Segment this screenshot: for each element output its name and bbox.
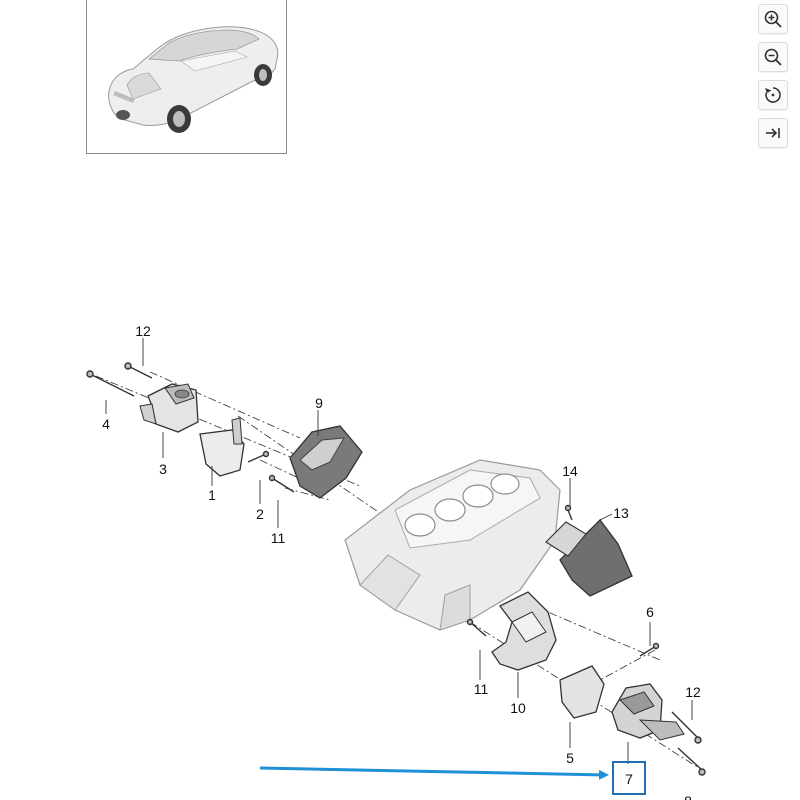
callout-8[interactable]: 8 <box>684 793 692 800</box>
assembly-lines <box>95 371 703 771</box>
collapse-icon <box>766 128 780 138</box>
callout-12-bottom[interactable]: 12 <box>685 684 701 700</box>
callout-3[interactable]: 3 <box>159 461 167 477</box>
part-13-heat-shield <box>545 519 633 597</box>
bolts <box>86 362 706 776</box>
pointer-arrow <box>259 766 609 780</box>
collapse-panel-button[interactable] <box>758 118 788 148</box>
part-7-engine-mount <box>611 683 685 741</box>
callout-11-right[interactable]: 11 <box>474 681 489 697</box>
callout-10[interactable]: 10 <box>510 700 526 716</box>
reset-view-button[interactable] <box>758 80 788 110</box>
callout-1[interactable]: 1 <box>208 487 216 503</box>
vehicle-thumbnail[interactable] <box>86 0 287 154</box>
callout-2[interactable]: 2 <box>256 506 264 522</box>
part-9-heat-shield <box>289 425 363 499</box>
callout-11-left[interactable]: 11 <box>271 530 286 546</box>
reset-icon <box>765 87 781 103</box>
zoom-in-button[interactable] <box>758 4 788 34</box>
part-3-engine-mount <box>139 383 199 433</box>
callout-14[interactable]: 14 <box>562 463 578 479</box>
part-1-bracket <box>199 417 245 477</box>
zoom-out-icon <box>764 48 782 66</box>
callout-13[interactable]: 13 <box>613 505 629 521</box>
viewer-toolbar <box>758 4 790 156</box>
part-5-bracket <box>559 665 605 719</box>
callout-12-top[interactable]: 12 <box>135 323 151 339</box>
part-10-engine-bracket <box>491 591 557 671</box>
car-illustration <box>108 26 279 133</box>
engine-block <box>344 459 561 631</box>
zoom-in-icon <box>764 10 782 28</box>
callout-5[interactable]: 5 <box>566 750 574 766</box>
callout-4[interactable]: 4 <box>102 416 110 432</box>
callout-7[interactable]: 7 <box>625 771 633 787</box>
callout-9[interactable]: 9 <box>315 395 323 411</box>
leader-lines <box>105 338 693 764</box>
zoom-out-button[interactable] <box>758 42 788 72</box>
callout-6[interactable]: 6 <box>646 604 654 620</box>
